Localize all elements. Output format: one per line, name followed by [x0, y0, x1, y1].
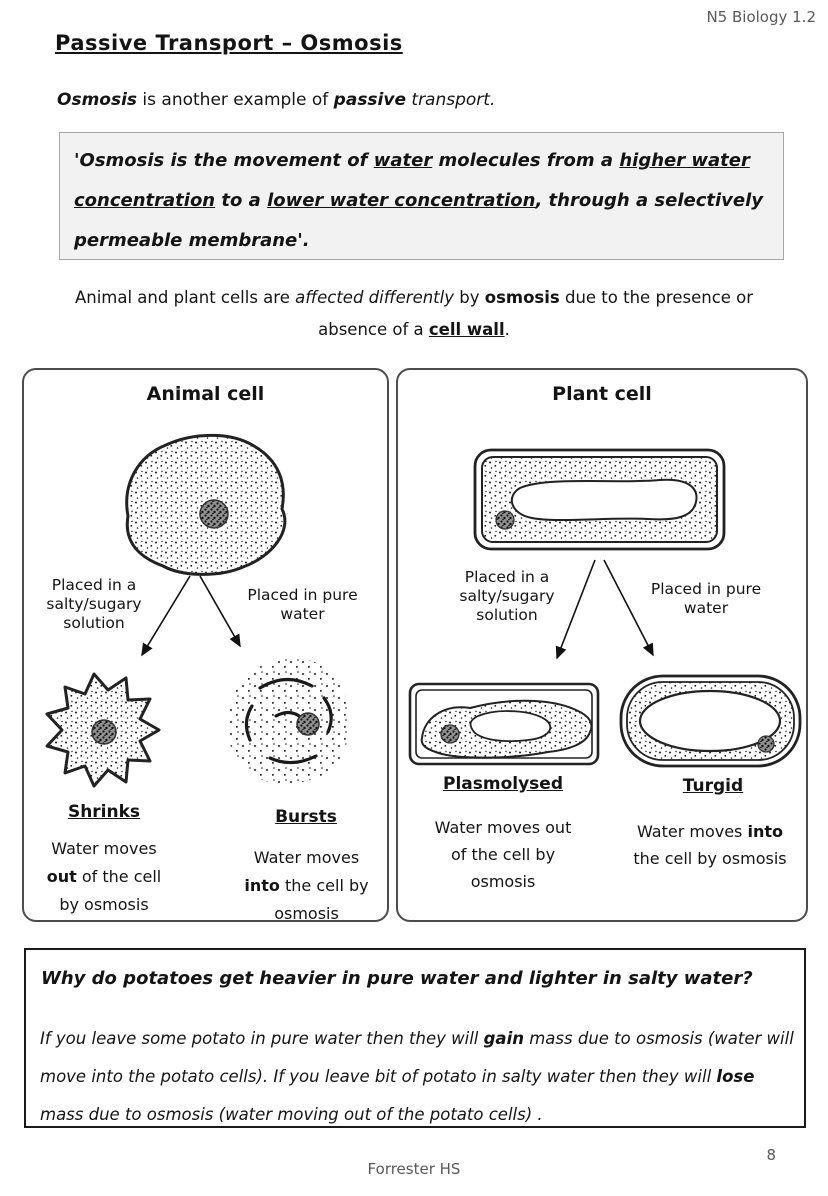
osmosis-definition-box: 'Osmosis is the movement of water molecu…	[59, 132, 784, 260]
arrow-to-burst-cell	[199, 575, 241, 648]
plant-cell-panel: Plant cell Placed in a salty/sugary sol	[396, 368, 808, 922]
page-title: Passive Transport – Osmosis	[55, 31, 403, 55]
nucleus	[199, 499, 229, 529]
plant-pure-water-condition-label: Placed in pure water	[650, 580, 762, 617]
vacuole	[510, 478, 698, 522]
potato-answer-paragraph: If you leave some potato in pure water t…	[40, 1029, 794, 1124]
nucleus	[495, 510, 515, 530]
nucleus	[757, 735, 775, 753]
turgid-label: Turgid	[682, 776, 744, 796]
plant-salty-condition-label: Placed in a salty/sugary solution	[459, 568, 555, 624]
plant-panel-title: Plant cell	[552, 383, 652, 405]
potato-question-box: Why do potatoes get heavier in pure wate…	[24, 948, 806, 1128]
turgid-plant-cell-drawing	[619, 674, 802, 768]
nucleus	[91, 719, 117, 745]
plasmolysed-plant-cell-drawing	[408, 682, 600, 766]
vacuole	[638, 689, 782, 753]
shrunk-animal-cell-drawing	[45, 672, 161, 788]
animal-panel-title: Animal cell	[146, 383, 265, 405]
vacuole	[469, 710, 552, 743]
course-reference: N5 Biology 1.2	[706, 8, 816, 26]
burst-animal-cell-drawing	[227, 657, 350, 784]
plasmolysed-label: Plasmolysed	[443, 774, 563, 794]
normal-animal-cell-drawing	[125, 433, 287, 576]
potato-question-heading: Why do potatoes get heavier in pure wate…	[41, 968, 753, 989]
animal-salty-condition-label: Placed in a salty/sugary solution	[46, 576, 142, 632]
arrow-to-turgid-cell	[603, 559, 654, 657]
normal-plant-cell-drawing	[473, 448, 726, 551]
plant-osmosis-diagram	[408, 448, 802, 768]
page-number: 8	[766, 1146, 776, 1164]
nucleus	[440, 724, 460, 744]
nucleus	[296, 712, 320, 736]
arrow-to-shrunk-cell	[141, 575, 191, 657]
animal-osmosis-diagram	[45, 433, 350, 788]
comparison-paragraph: Animal and plant cells are affected diff…	[74, 288, 754, 339]
footer-school-name: Forrester HS	[367, 1160, 461, 1178]
intro-paragraph: Osmosis is another example of passive tr…	[57, 90, 496, 110]
shrinks-label: Shrinks	[67, 802, 141, 822]
intro-osmosis-term: Osmosis	[57, 90, 138, 110]
bursts-label: Bursts	[275, 807, 337, 827]
arrow-to-plasmolysed-cell	[555, 559, 596, 660]
animal-cell-panel: Animal cell Placed in a salty	[22, 368, 389, 923]
animal-pure-water-condition-label: Placed in pure water	[247, 586, 358, 623]
